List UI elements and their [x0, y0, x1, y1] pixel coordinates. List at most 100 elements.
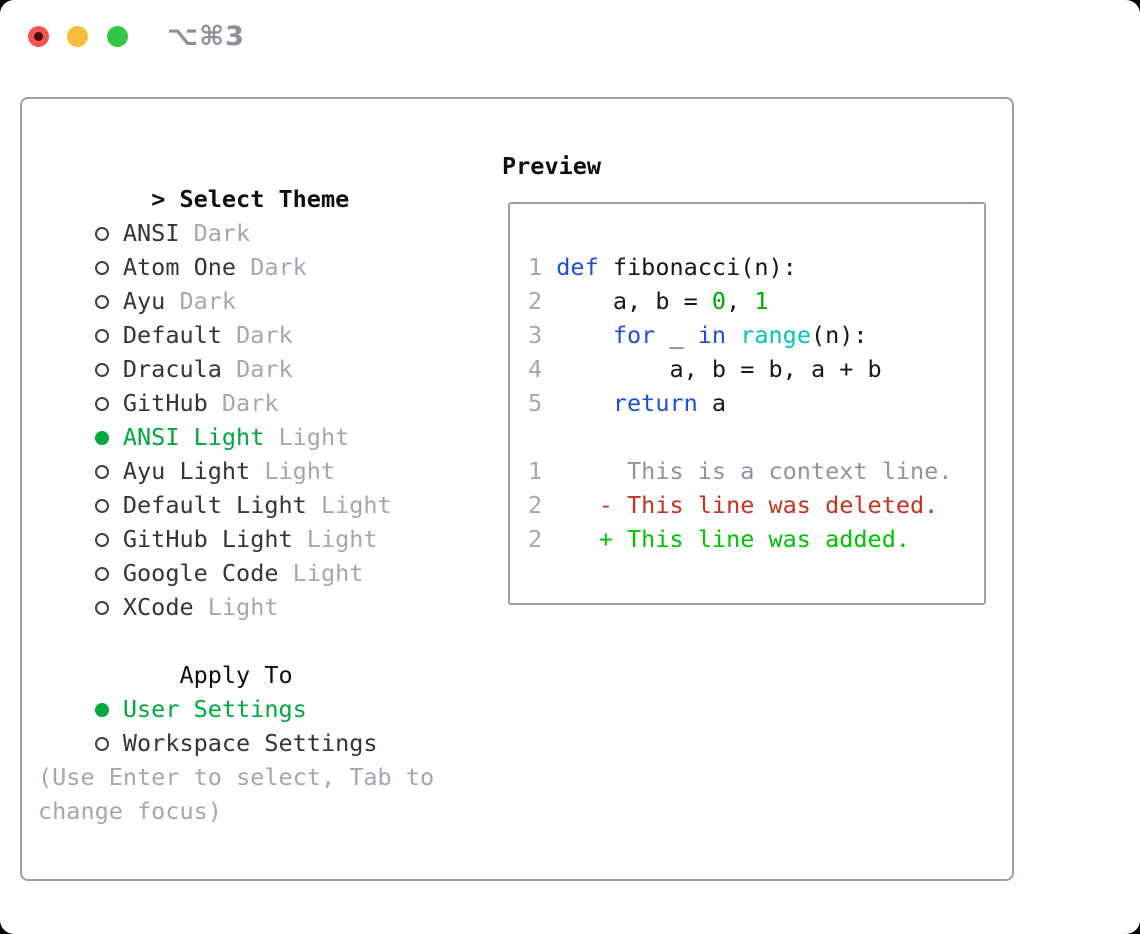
- code-token: a, b = b, a + b: [556, 355, 882, 383]
- code-token: [556, 389, 613, 417]
- theme-option-atom-one[interactable]: Atom One Dark: [38, 216, 462, 281]
- code-token: _: [655, 321, 698, 349]
- code-token: [556, 491, 598, 519]
- theme-option-label: Atom One: [122, 253, 237, 281]
- theme-option-variant: Light: [207, 593, 279, 621]
- code-line: 4 a, b = b, a + b: [528, 352, 984, 386]
- theme-option-label: Google Code: [122, 559, 279, 587]
- theme-option-variant: Light: [264, 457, 336, 485]
- apply-to-title: Apply To: [179, 661, 293, 689]
- radio-icon: [94, 499, 109, 513]
- code-token: for: [612, 321, 656, 349]
- theme-option-variant: Dark: [236, 321, 293, 349]
- theme-option-ansi-light[interactable]: ANSI Light Light: [38, 386, 462, 451]
- code-token: This is a context line.: [556, 457, 953, 485]
- code-token: fibonacci(n):: [598, 253, 797, 281]
- cursor-indicator: >: [151, 185, 166, 213]
- theme-option-variant: Dark: [179, 287, 237, 315]
- radio-icon: [94, 227, 109, 241]
- theme-option-label: GitHub Light: [122, 525, 293, 553]
- radio-icon: [94, 329, 109, 343]
- theme-option-variant: Dark: [250, 253, 307, 281]
- theme-option-default-light[interactable]: Default Light Light: [38, 454, 462, 519]
- theme-option-variant: Light: [292, 559, 364, 587]
- code-line: 5 return a: [528, 386, 984, 420]
- apply-to-header: Apply To: [38, 624, 462, 689]
- radio-icon: [94, 295, 109, 309]
- code-token: ,: [726, 287, 755, 315]
- theme-option-ayu-light[interactable]: Ayu Light Light: [38, 420, 462, 485]
- theme-option-github-light[interactable]: GitHub Light Light: [38, 488, 462, 553]
- code-token: 0: [711, 287, 727, 315]
- theme-option-variant: Dark: [221, 389, 279, 417]
- code-token: - This line was deleted.: [598, 491, 939, 519]
- code-line: 3 for _ in range(n):: [528, 318, 984, 352]
- theme-option-default[interactable]: Default Dark: [38, 284, 462, 349]
- window-shortcut-label: ⌥⌘3: [167, 21, 245, 52]
- code-token: [726, 321, 740, 349]
- code-token: [556, 525, 598, 553]
- code-line: 2 a, b = 0, 1: [528, 284, 984, 318]
- radio-icon: [94, 363, 109, 377]
- code-token: a, b =: [556, 287, 712, 315]
- apply-to-option-label: Workspace Settings: [122, 729, 378, 757]
- record-dot-icon: [34, 32, 43, 41]
- theme-option-xcode[interactable]: XCode Light: [38, 556, 462, 621]
- theme-option-variant: Light: [320, 491, 392, 519]
- line-number: 2: [528, 525, 543, 553]
- radio-icon: [94, 703, 109, 717]
- radio-icon: [94, 261, 109, 275]
- close-button[interactable]: [28, 26, 49, 47]
- apply-option-user-settings[interactable]: User Settings: [38, 658, 462, 723]
- code-token: + This line was added.: [598, 525, 910, 553]
- line-number: 1: [528, 457, 543, 485]
- select-theme-title: Select Theme: [179, 185, 350, 213]
- code-line: 2 + This line was added.: [528, 522, 984, 556]
- apply-to-list: User Settings Workspace Settings: [38, 658, 462, 757]
- theme-option-ansi[interactable]: ANSI Dark: [38, 182, 462, 247]
- theme-option-ayu[interactable]: Ayu Dark: [38, 250, 462, 315]
- line-number: 3: [528, 321, 543, 349]
- theme-option-label: ANSI: [122, 219, 180, 247]
- code-token: (n):: [810, 321, 868, 349]
- line-number: 2: [528, 491, 543, 519]
- theme-option-label: Ayu Light: [122, 457, 251, 485]
- radio-icon: [94, 397, 109, 411]
- radio-icon: [94, 533, 109, 547]
- theme-option-variant: Dark: [193, 219, 251, 247]
- radio-icon: [94, 737, 109, 751]
- code-token: range: [740, 321, 811, 349]
- theme-option-variant: Light: [306, 525, 378, 553]
- select-theme-header: > Select Theme: [38, 148, 462, 213]
- line-number: 5: [528, 389, 543, 417]
- theme-option-label: XCode: [122, 593, 194, 621]
- preview-title: Preview: [502, 152, 602, 180]
- theme-option-google-code[interactable]: Google Code Light: [38, 522, 462, 587]
- line-number: 4: [528, 355, 543, 383]
- theme-option-github[interactable]: GitHub Dark: [38, 352, 462, 417]
- apply-option-workspace-settings[interactable]: Workspace Settings: [38, 692, 462, 757]
- code-token: 1: [754, 287, 769, 315]
- apply-to-option-label: User Settings: [122, 695, 307, 723]
- theme-option-label: Default Light: [122, 491, 307, 519]
- theme-option-label: ANSI Light: [122, 423, 265, 451]
- radio-icon: [94, 567, 109, 581]
- minimize-button[interactable]: [67, 26, 88, 47]
- window-titlebar: ⌥⌘3: [0, 0, 1140, 75]
- theme-option-label: Ayu: [122, 287, 166, 315]
- code-line: [528, 420, 984, 454]
- line-number: 2: [528, 287, 543, 315]
- maximize-button[interactable]: [107, 26, 128, 47]
- theme-option-label: GitHub: [122, 389, 208, 417]
- theme-option-label: Default: [122, 321, 222, 349]
- theme-option-variant: Light: [278, 423, 350, 451]
- hint-text: (Use Enter to select, Tab to change focu…: [38, 763, 435, 825]
